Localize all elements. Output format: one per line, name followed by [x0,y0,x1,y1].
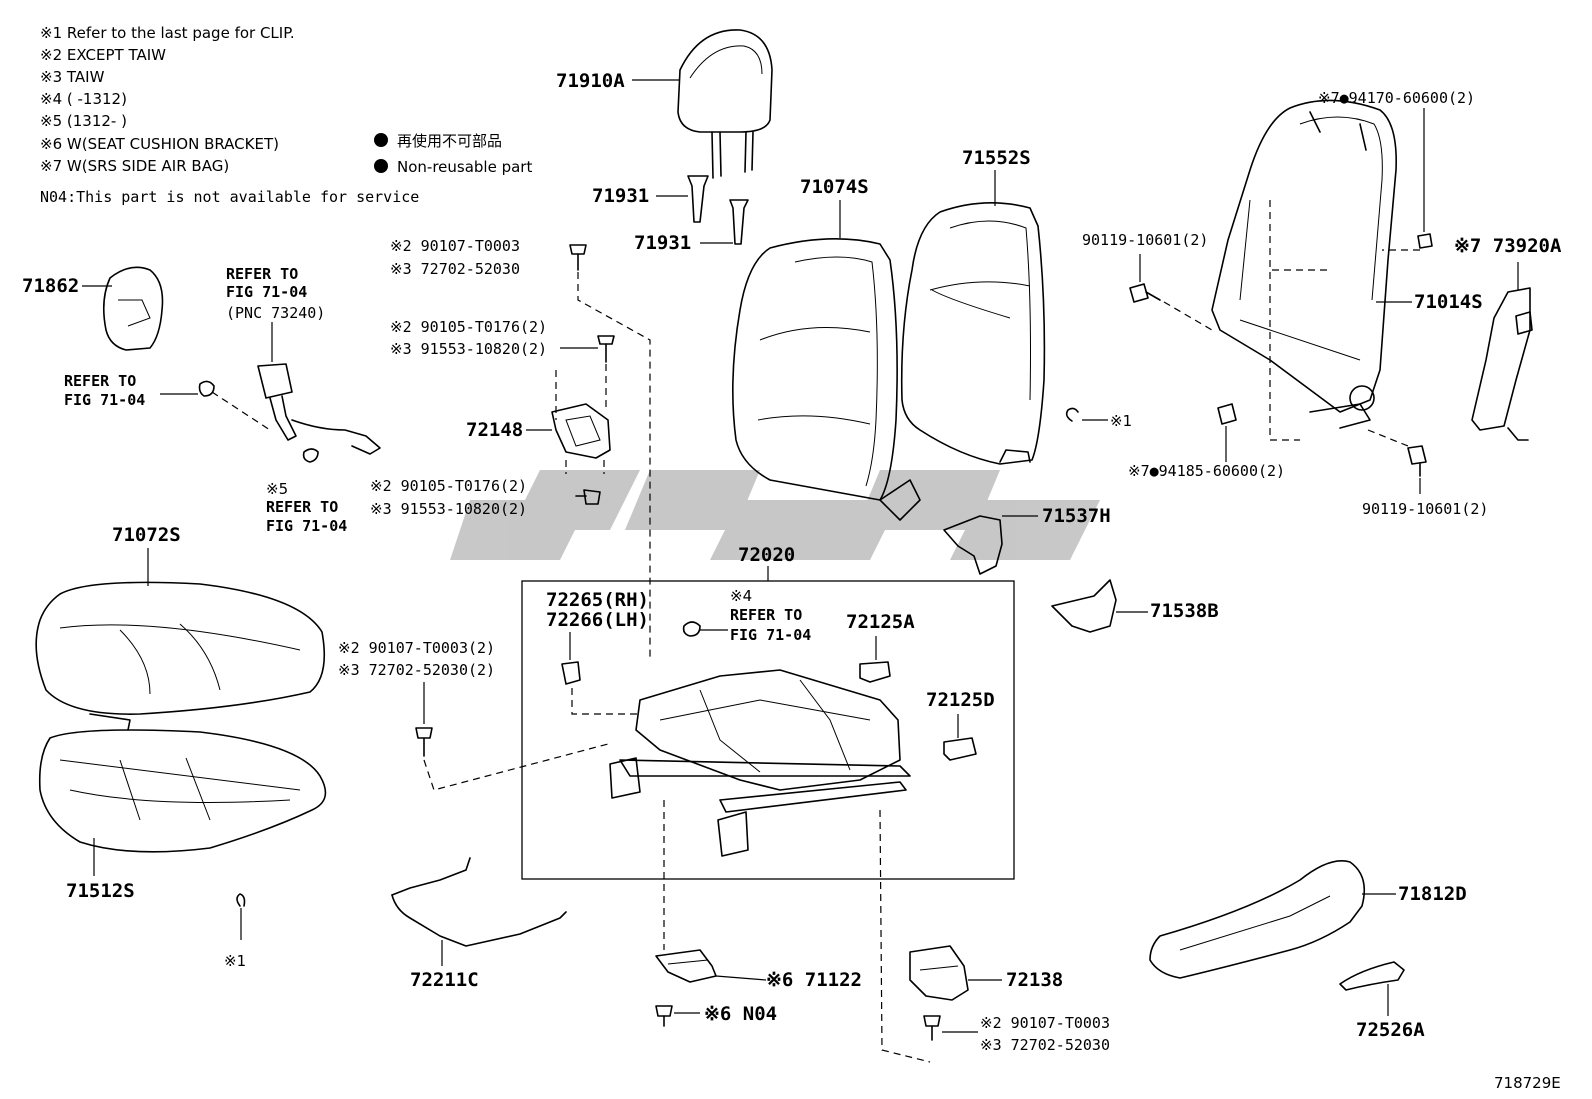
seatback-pad [900,202,1046,465]
bolt-icon [1407,445,1427,477]
bolt4-b: ※3 72702-52030(2) [338,661,495,679]
headrest-guide [687,175,749,245]
ref-left-1: REFER TO [64,372,136,390]
ref-frame-2: FIG 71-04 [730,626,811,644]
bracket-71538B [1051,579,1117,633]
bolt2-a: ※2 90105-T0176(2) [390,318,547,336]
bracket-71537H [943,515,1003,575]
ref-mid-0: ※5 [266,480,288,498]
label-71538B: 71538B [1150,600,1219,622]
label-71862: 71862 [22,275,79,297]
ref-mid-1: REFER TO [266,498,338,516]
ref-frame-1: REFER TO [730,606,802,624]
label-72125D: 72125D [926,689,995,711]
headrest [677,29,773,179]
bolt3-b: ※3 91553-10820(2) [370,500,527,518]
cover-72138 [909,945,969,1001]
cover-72526A [1339,961,1405,991]
non-reusable-dot-icon [374,133,388,147]
label-71537H: 71537H [1042,505,1111,527]
bolt1-b: ※3 72702-52030 [390,260,520,278]
label-73920A: ※7 73920A [1454,235,1562,257]
label-71512S: 71512S [66,880,135,902]
ref-belt-2: FIG 71-04 [226,283,307,301]
watermark-logo [450,470,1100,560]
label-72148: 72148 [466,419,523,441]
note-2: ※2 EXCEPT TAIW [40,46,166,64]
seat-belt-buckle [257,363,381,455]
bolt-icon [923,1015,941,1041]
bolt5-b: ※3 72702-52030 [980,1036,1110,1054]
bolt-icon [415,727,433,757]
bolt-icon [575,489,601,505]
label-71072S: 71072S [112,524,181,546]
clip-ref-left: ※1 [224,952,246,970]
label-71014S: 71014S [1414,291,1483,313]
seat-cushion-cover [35,581,326,731]
label-71122: ※6 71122 [766,969,862,991]
ref-belt-1: REFER TO [226,265,298,283]
label-72020: 72020 [738,544,795,566]
s-94170: ※7●94170-60600(2) [1318,89,1475,107]
label-72211C: 72211C [410,969,479,991]
clip-ref-right: ※1 [1110,412,1132,430]
note-5: ※5 (1312- ) [40,112,127,130]
bolt2-b: ※3 91553-10820(2) [390,340,547,358]
label-71552S: 71552S [962,147,1031,169]
bolt-icon [1129,283,1161,303]
clip-72125A [859,661,891,683]
notes-block: ※1 Refer to the last page for CLIP. ※2 E… [40,24,419,206]
note-7: ※7 W(SRS SIDE AIR BAG) [40,157,229,175]
label-72526A: 72526A [1356,1019,1425,1041]
bracket-71122 [655,949,717,983]
note-3: ※3 TAIW [40,68,105,86]
seatback-cover [732,238,921,521]
side-cover-71862 [102,266,164,351]
ref-left-2: FIG 71-04 [64,391,145,409]
s-90119-top: 90119-10601(2) [1082,231,1208,249]
label-71812D: 71812D [1398,883,1467,905]
label-N04: ※6 N04 [704,1003,777,1025]
bolt4-a: ※2 90107-T0003(2) [338,639,495,657]
bolt-icon [655,1005,673,1027]
label-71931-a: 71931 [592,185,649,207]
label-72265: 72265(RH) [546,589,649,611]
seat-cushion-pad [38,729,327,853]
label-72266: 72266(LH) [546,609,649,631]
legend-en: Non-reusable part [397,158,532,176]
clip-72125D [943,737,977,761]
bolt-icon [569,244,587,271]
label-72125A: 72125A [846,611,915,633]
ref-belt-3: (PNC 73240) [226,304,325,322]
seatback-frame [1211,99,1397,429]
bolt3-a: ※2 90105-T0176(2) [370,477,527,495]
note-n04: N04:This part is not available for servi… [40,188,419,206]
bolt5-a: ※2 90107-T0003 [980,1014,1110,1032]
note-1: ※1 Refer to the last page for CLIP. [40,24,295,42]
s-90119-bot: 90119-10601(2) [1362,500,1488,518]
airbag-73920A [1471,287,1533,441]
ref-mid-2: FIG 71-04 [266,517,347,535]
label-72138: 72138 [1006,969,1063,991]
legend: 再使用不可部品 Non-reusable part [374,132,532,176]
bolt1-a: ※2 90107-T0003 [390,237,520,255]
ref-frame-0: ※4 [730,587,752,605]
s-94185: ※7●94185-60600(2) [1128,462,1285,480]
bolt-icon [597,335,615,363]
note-4: ※4 ( -1312) [40,90,127,108]
label-71910A: 71910A [556,70,625,92]
label-71074S: 71074S [800,176,869,198]
cable-72211C [391,857,567,947]
seat-frame-adjuster [609,669,911,857]
legend-jp: 再使用不可部品 [397,132,502,150]
seat-bracket-72148 [551,403,611,459]
side-shield-71812D [1149,860,1366,979]
non-reusable-dot-icon [374,159,388,173]
figure-id: 718729E [1494,1074,1561,1092]
note-6: ※6 W(SEAT CUSHION BRACKET) [40,135,279,153]
clip-72265 [561,661,581,685]
label-71931-b: 71931 [634,232,691,254]
